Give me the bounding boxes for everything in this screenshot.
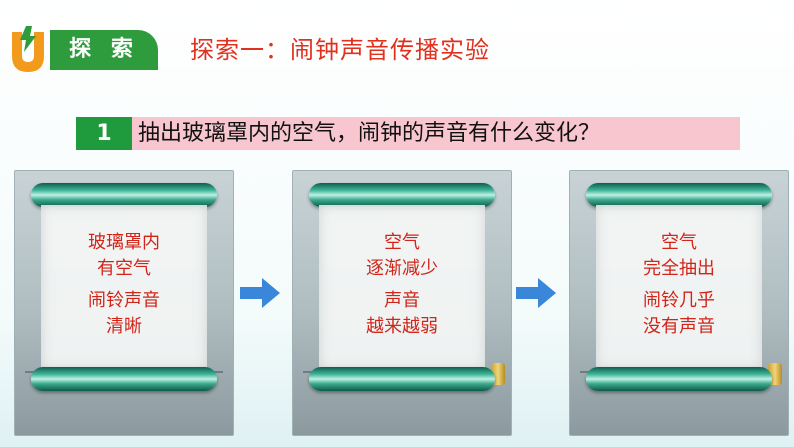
question-bar bbox=[76, 117, 740, 150]
panel-text: 空气 bbox=[661, 232, 697, 253]
panel-text: 越来越弱 bbox=[366, 316, 438, 337]
panel-text: 清晰 bbox=[106, 316, 142, 337]
scroll-roller-bottom bbox=[31, 367, 217, 391]
experiment-panel-3: 空气 完全抽出 闹铃几乎 没有声音 bbox=[569, 170, 789, 436]
scroll-roller-top bbox=[31, 183, 217, 207]
right-arrow-icon bbox=[516, 278, 556, 308]
scroll-roller-top bbox=[586, 183, 772, 207]
scroll-roller-bottom bbox=[309, 367, 495, 391]
explore-badge: 探 索 bbox=[50, 30, 158, 70]
experiment-panel-1: 玻璃罩内 有空气 闹铃声音 清晰 bbox=[14, 170, 234, 436]
scroll-paper: 空气 完全抽出 闹铃几乎 没有声音 bbox=[596, 205, 762, 369]
experiment-panel-2: 空气 逐渐减少 声音 越来越弱 bbox=[292, 170, 512, 436]
right-arrow-icon bbox=[240, 278, 280, 308]
panel-text: 空气 bbox=[384, 232, 420, 253]
scroll-roller-bottom bbox=[586, 367, 772, 391]
panel-text: 玻璃罩内 bbox=[88, 232, 160, 253]
panel-text: 有空气 bbox=[97, 258, 151, 279]
question-text: 抽出玻璃罩内的空气，闹钟的声音有什么变化？ bbox=[138, 121, 601, 146]
section-title: 探索一：闹钟声音传播实验 bbox=[190, 36, 490, 64]
u-logo-icon bbox=[12, 26, 44, 72]
panel-text: 闹铃几乎 bbox=[643, 290, 715, 311]
scroll-roller-top bbox=[309, 183, 495, 207]
panel-text: 完全抽出 bbox=[643, 258, 715, 279]
panel-text: 逐渐减少 bbox=[366, 258, 438, 279]
question-number: 1 bbox=[76, 117, 132, 150]
scroll-paper: 空气 逐渐减少 声音 越来越弱 bbox=[319, 205, 485, 369]
scroll-paper: 玻璃罩内 有空气 闹铃声音 清晰 bbox=[41, 205, 207, 369]
panel-text: 没有声音 bbox=[643, 316, 715, 337]
panel-text: 声音 bbox=[384, 290, 420, 311]
panel-text: 闹铃声音 bbox=[88, 290, 160, 311]
